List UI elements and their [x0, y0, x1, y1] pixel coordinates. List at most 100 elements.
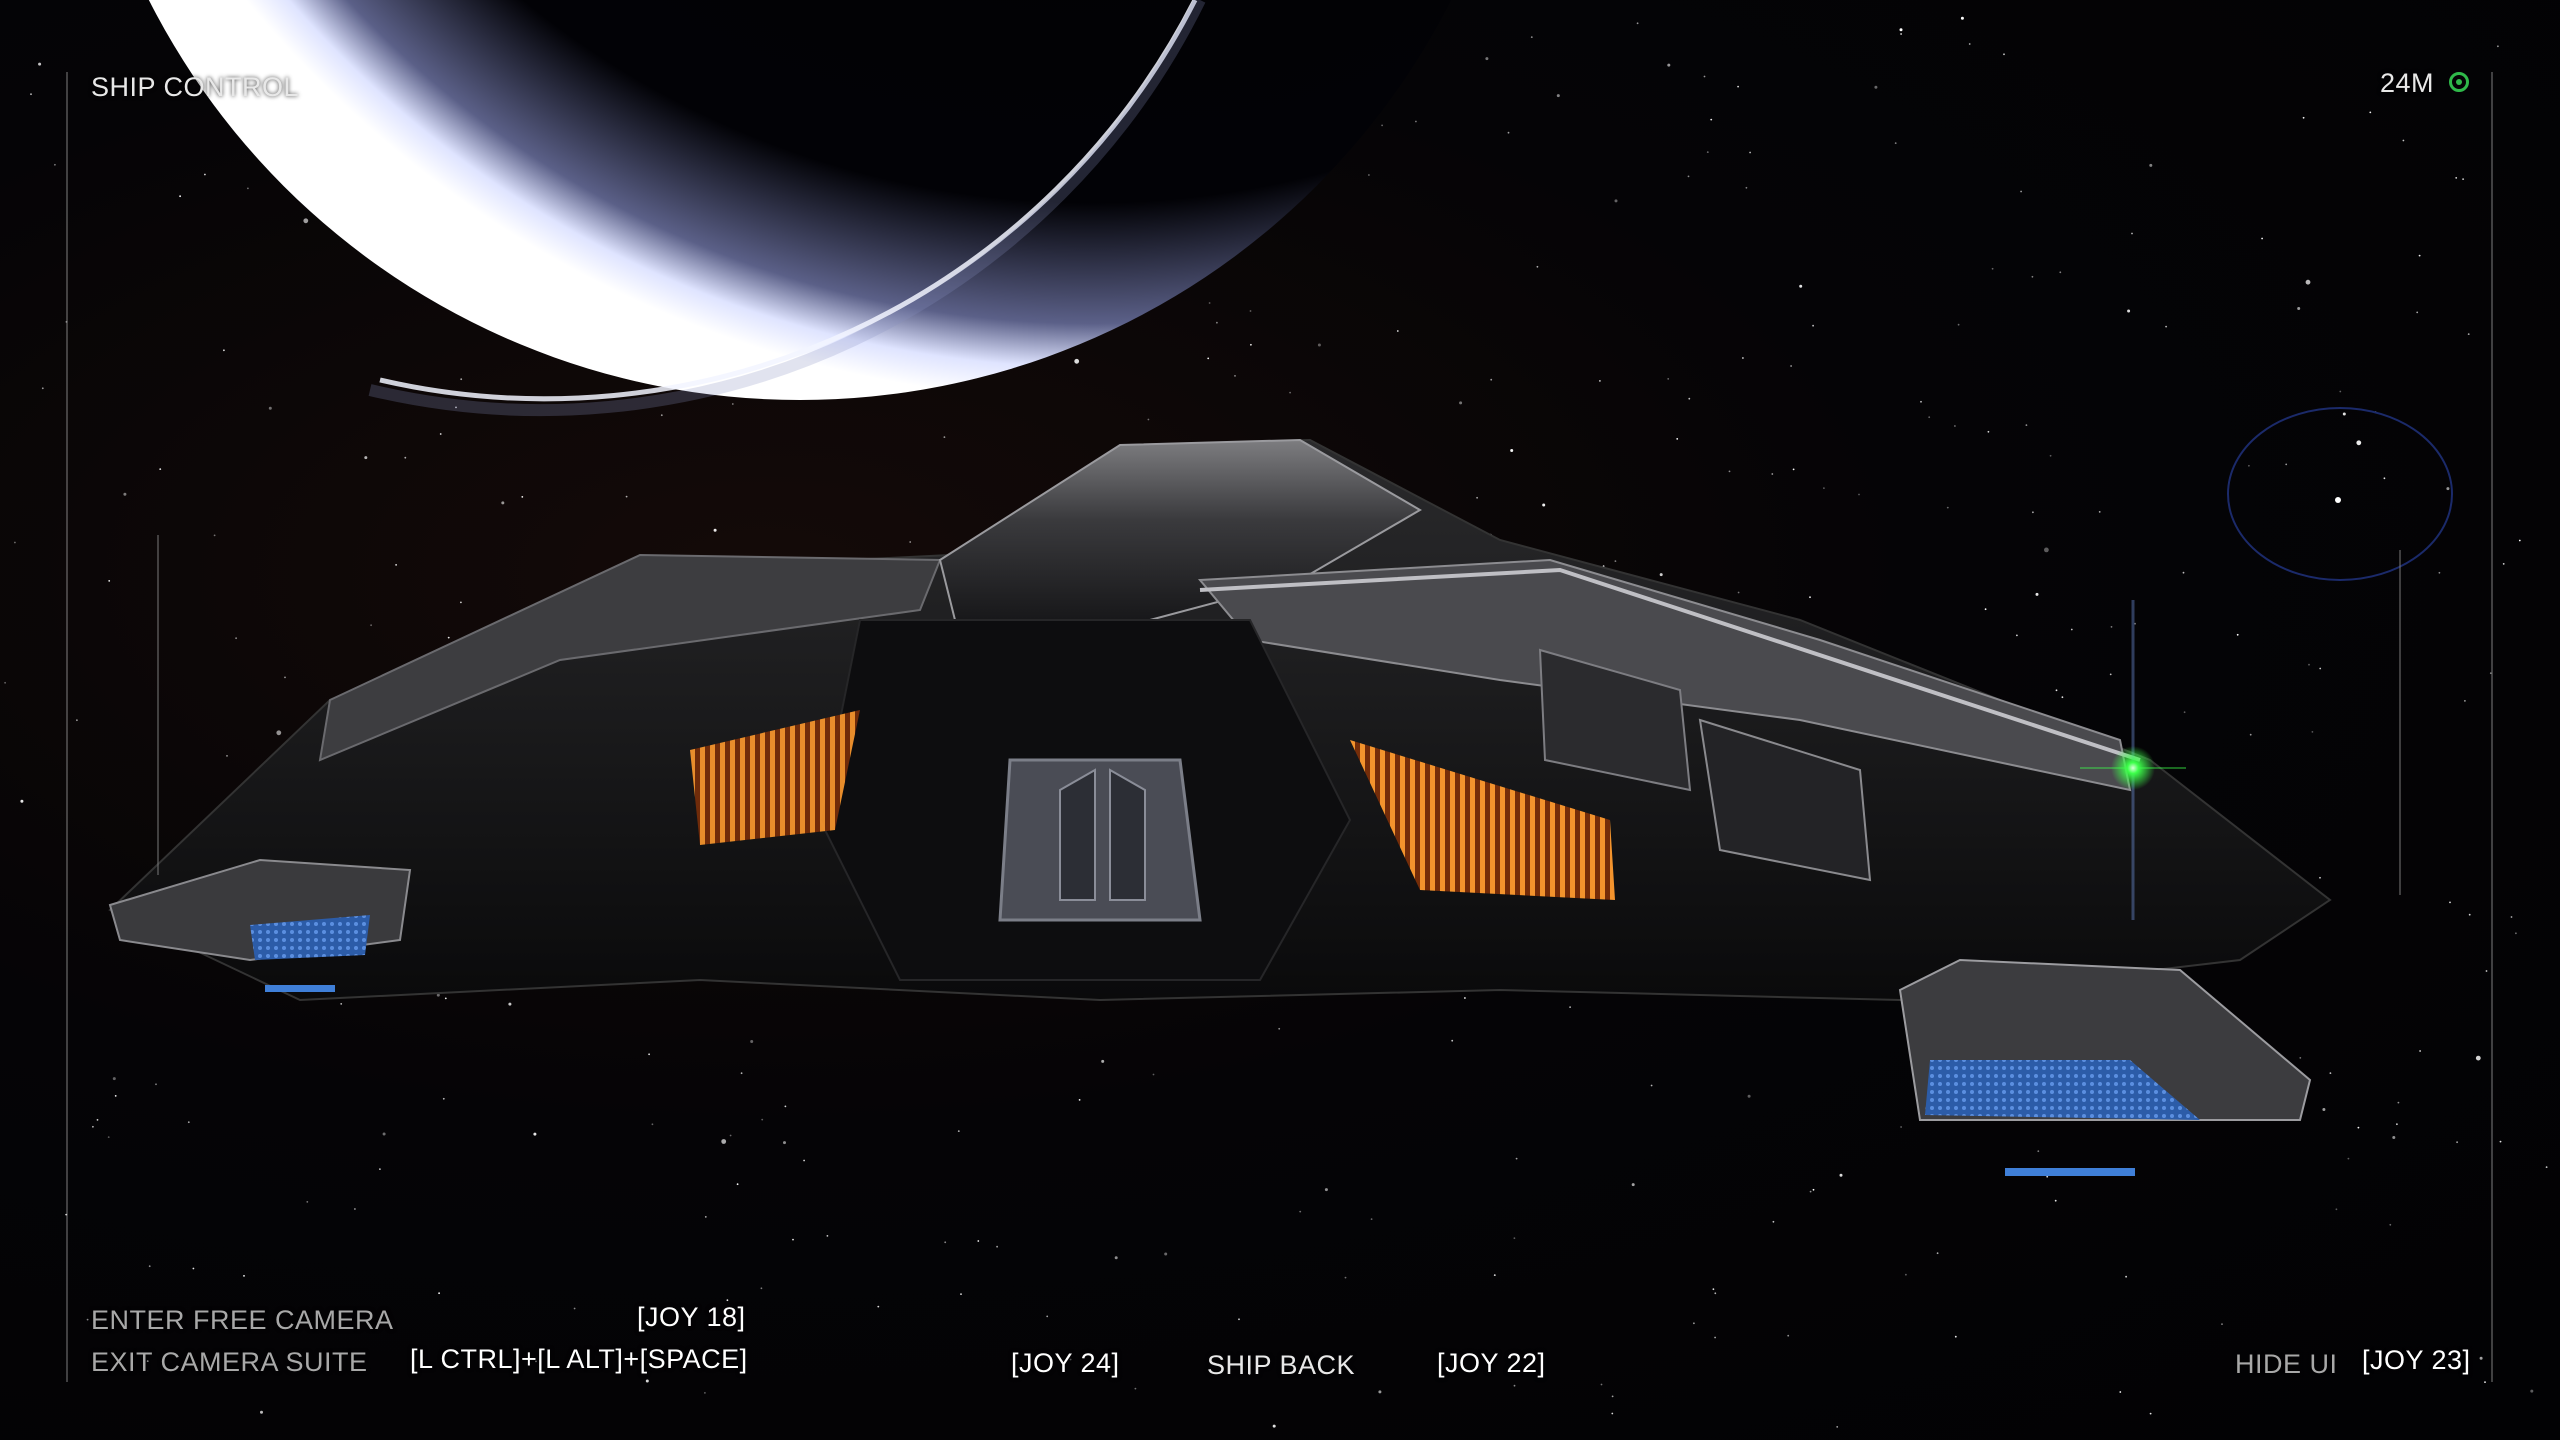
star [1745, 186, 1748, 189]
star [2119, 1391, 2122, 1393]
star [455, 406, 457, 409]
target-ring-icon [2449, 72, 2469, 92]
star [340, 1003, 343, 1005]
star [960, 1293, 962, 1295]
star [1968, 43, 1971, 45]
star [713, 528, 717, 532]
star [303, 218, 309, 224]
ship-back-key-right: [JOY 22] [1437, 1348, 1546, 1378]
right-thruster [1898, 958, 2312, 1176]
star [1737, 591, 1740, 594]
star [4, 681, 6, 684]
star [379, 1168, 381, 1170]
star [2446, 487, 2450, 491]
star [76, 719, 78, 722]
exit-camera-suite-label[interactable]: EXIT CAMERA SUITE [91, 1347, 368, 1377]
star [1693, 1322, 1695, 1325]
star [439, 433, 442, 435]
star [1513, 1384, 1516, 1387]
star [943, 436, 946, 438]
star [1368, 174, 1370, 176]
star [96, 1119, 99, 1121]
star [1659, 573, 1663, 577]
star [1234, 375, 1236, 377]
star [1984, 608, 1987, 611]
star [1324, 1188, 1328, 1192]
star [1771, 473, 1774, 475]
star [729, 1134, 732, 1137]
star [1046, 1315, 1049, 1318]
star [1991, 267, 1994, 270]
star [2464, 700, 2466, 702]
ship-back-label[interactable]: SHIP BACK [1207, 1350, 1356, 1380]
star [521, 496, 524, 498]
star [1493, 1274, 1496, 1276]
star [1147, 418, 1150, 421]
target-distance: 24M [2380, 68, 2435, 98]
star [2489, 672, 2492, 675]
star [1749, 151, 1751, 154]
star [750, 1040, 754, 1043]
star [2396, 1123, 2398, 1126]
star [2479, 1356, 2483, 1360]
star [1920, 400, 1922, 403]
star [2032, 511, 2034, 514]
free-camera-label[interactable]: ENTER FREE CAMERA [91, 1305, 394, 1335]
star [1536, 265, 1539, 268]
star [243, 1275, 245, 1277]
star [1464, 997, 1466, 999]
star [65, 321, 68, 323]
star [447, 636, 450, 639]
star [660, 414, 663, 417]
star [123, 492, 127, 496]
star [159, 468, 162, 470]
star [909, 541, 912, 543]
star [268, 406, 272, 410]
star [1248, 1373, 1251, 1375]
star [2149, 1412, 2152, 1415]
star [1513, 1237, 1516, 1240]
star [2110, 626, 2113, 628]
star [1459, 401, 1463, 405]
hide-ui-label[interactable]: HIDE UI [2235, 1349, 2338, 1379]
star [1936, 1252, 1939, 1255]
star [1289, 391, 1291, 394]
star [2335, 1208, 2338, 1211]
star [2003, 53, 2005, 56]
star [877, 1305, 880, 1308]
star [1812, 1188, 1815, 1191]
star [179, 195, 182, 198]
star [1667, 378, 1670, 380]
star [1650, 1084, 1653, 1087]
star [1078, 1099, 1081, 1101]
star [726, 1299, 729, 1302]
star [192, 1267, 195, 1270]
star [501, 501, 505, 505]
star [704, 1216, 707, 1218]
star [2055, 689, 2058, 692]
star [2236, 633, 2239, 636]
star [2311, 731, 2314, 733]
star [354, 1208, 356, 1210]
star [784, 1105, 787, 1108]
star [442, 1097, 445, 1100]
star [1476, 496, 1478, 499]
star [740, 1072, 743, 1075]
star [146, 1360, 149, 1362]
star [1101, 1059, 1105, 1063]
star [2054, 1199, 2057, 1202]
star [438, 1292, 440, 1295]
star [1636, 22, 1639, 25]
star [1152, 1073, 1155, 1076]
star [2515, 932, 2517, 935]
star [404, 456, 407, 459]
star [2419, 1050, 2422, 1052]
left-thruster [108, 858, 412, 992]
scanner-ellipse [2227, 407, 2453, 581]
star [1928, 416, 1931, 419]
star [223, 349, 225, 352]
star [2049, 454, 2052, 457]
star [2016, 634, 2018, 637]
star [460, 378, 463, 381]
